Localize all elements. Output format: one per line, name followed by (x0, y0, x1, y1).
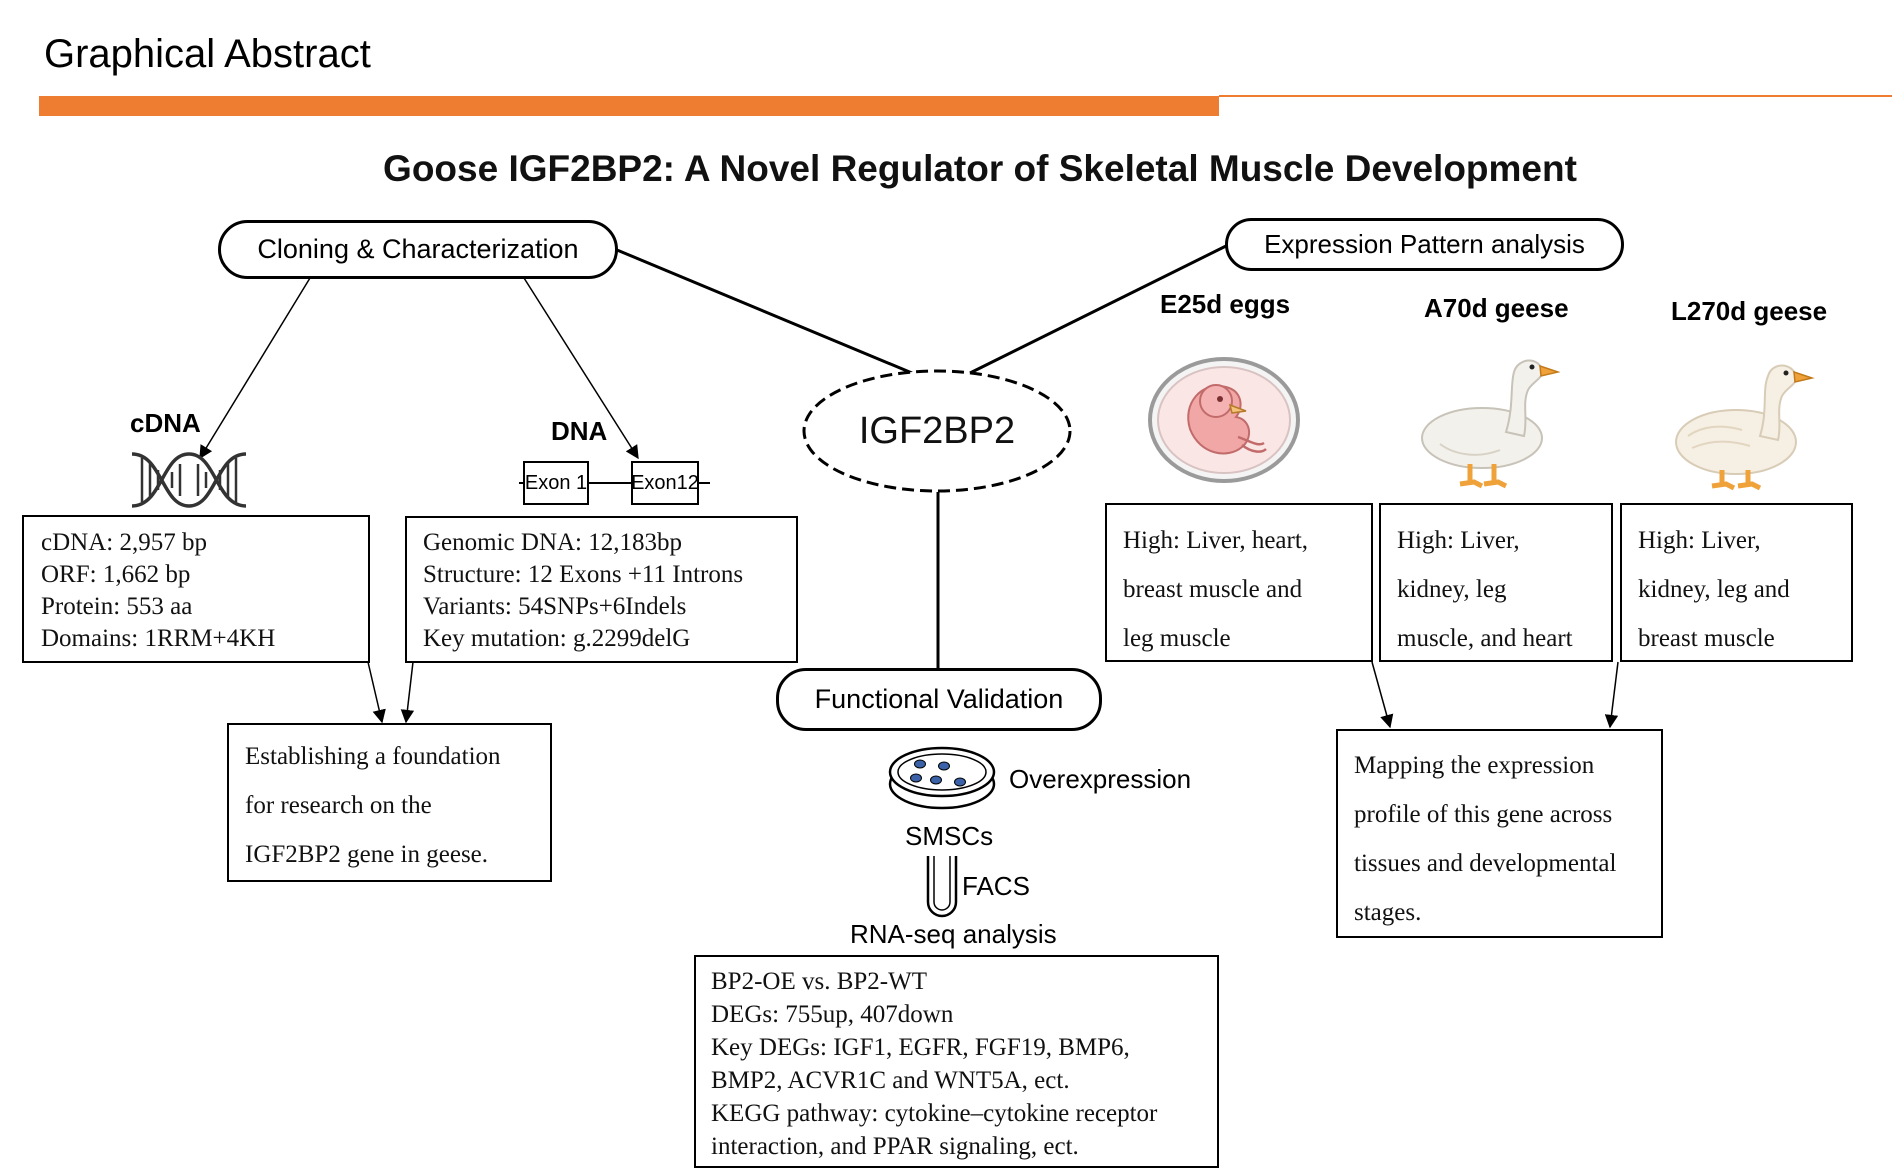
protein-length: Protein: 553 aa (41, 593, 193, 620)
cdna-length: cDNA: 2,957 bp (41, 529, 207, 556)
rnaseq-result-line: Key DEGs: IGF1, EGFR, FGF19, BMP6, (711, 1034, 1130, 1061)
rnaseq-result-line: interaction, and PPAR signaling, ect. (711, 1133, 1079, 1160)
expression-conclusion-line: Mapping the expression (1354, 752, 1595, 779)
overexpression-label: Overexpression (1009, 764, 1192, 794)
arrow-l270d-to-conclusion (1604, 661, 1619, 729)
expression-pattern-node: Expression Pattern analysis (1225, 218, 1624, 271)
arrow-e25d-to-conclusion (1371, 661, 1394, 729)
expression-conclusion-box: Mapping the expression profile of this g… (1336, 729, 1663, 938)
link-cloning-hub (616, 248, 913, 375)
expression-line: kidney, leg (1397, 576, 1507, 603)
expression-conclusion-line: tissues and developmental (1354, 850, 1617, 877)
expression-line: High: Liver, (1397, 527, 1520, 554)
header-accent-line (1219, 95, 1892, 97)
adult-goose-icon (1675, 364, 1815, 491)
rnaseq-result-line: BMP2, ACVR1C and WNT5A, ect. (711, 1067, 1070, 1094)
dna-label: DNA (551, 416, 608, 446)
rnaseq-result-line: BP2-OE vs. BP2-WT (711, 968, 927, 995)
expression-line: High: Liver, heart, (1123, 527, 1309, 554)
a70d-expression-box: High: Liver, kidney, leg muscle, and hea… (1379, 503, 1613, 662)
expression-conclusion-line: profile of this gene across (1354, 801, 1613, 828)
arrow-dna-to-conclusion (400, 661, 415, 724)
expression-line: leg muscle (1123, 625, 1231, 652)
key-mutation: Key mutation: g.2299delG (423, 625, 691, 652)
cdna-label: cDNA (130, 408, 201, 438)
cloning-conclusion-box: Establishing a foundation for research o… (227, 723, 552, 882)
petri-dish-icon (888, 746, 996, 810)
genomic-dna-length: Genomic DNA: 12,183bp (423, 529, 682, 556)
exon-1-box: Exon 1 (523, 461, 589, 505)
diagram-title: Goose IGF2BP2: A Novel Regulator of Skel… (383, 148, 1577, 189)
facs-tube-icon (926, 856, 958, 918)
header-accent-bar (39, 96, 1219, 116)
facs-label: FACS (962, 871, 1030, 901)
expression-conclusion-line: stages. (1354, 899, 1422, 926)
stage-label-l270d: L270d geese (1671, 296, 1828, 326)
expression-line: breast muscle (1638, 625, 1775, 652)
stage-label-a70d: A70d geese (1424, 293, 1569, 323)
cdna-info-box: cDNA: 2,957 bp ORF: 1,662 bp Protein: 55… (22, 515, 370, 663)
gene-structure: Structure: 12 Exons +11 Introns (423, 561, 744, 588)
rnaseq-result-line: KEGG pathway: cytokine–cytokine receptor (711, 1100, 1158, 1127)
cloning-conclusion-line: Establishing a foundation (245, 743, 501, 770)
functional-validation-node: Functional Validation (776, 668, 1102, 731)
expression-line: muscle, and heart (1397, 625, 1573, 652)
exon-12-box: Exon12 (631, 461, 699, 505)
expression-line: breast muscle and (1123, 576, 1303, 603)
rnaseq-result-line: DEGs: 755up, 407down (711, 1001, 954, 1028)
arrow-to-cdna (199, 277, 311, 460)
rnaseq-label: RNA-seq analysis (850, 919, 1057, 949)
expression-line: kidney, leg and (1638, 576, 1790, 603)
hub-ellipse (802, 369, 1072, 493)
gene-structure-line (519, 482, 710, 484)
e25d-expression-box: High: Liver, heart, breast muscle and le… (1105, 503, 1373, 662)
dna-helix-icon (131, 452, 247, 508)
rnaseq-results-box: BP2-OE vs. BP2-WT DEGs: 755up, 407down K… (694, 955, 1219, 1168)
arrow-to-dna (523, 277, 639, 460)
l270d-expression-box: High: Liver, kidney, leg and breast musc… (1620, 503, 1853, 662)
link-expression-hub (969, 244, 1227, 375)
expression-line: High: Liver, (1638, 527, 1761, 554)
protein-domains: Domains: 1RRM+4KH (41, 625, 276, 652)
header-title: Graphical Abstract (44, 32, 371, 76)
dna-info-box: Genomic DNA: 12,183bp Structure: 12 Exon… (405, 516, 798, 663)
young-goose-icon (1421, 359, 1560, 489)
cloning-conclusion-line: for research on the (245, 792, 432, 819)
orf-length: ORF: 1,662 bp (41, 561, 191, 588)
cloning-characterization-node: Cloning & Characterization (218, 220, 618, 279)
cloning-conclusion-line: IGF2BP2 gene in geese. (245, 841, 489, 868)
arrow-cdna-to-conclusion (367, 661, 386, 724)
gene-variants: Variants: 54SNPs+6Indels (423, 593, 687, 620)
hub-gene-label: IGF2BP2 (858, 409, 1016, 452)
stage-label-e25d: E25d eggs (1160, 289, 1291, 319)
goose-embryo-icon (1148, 357, 1300, 483)
smscs-label: SMSCs (905, 821, 994, 851)
